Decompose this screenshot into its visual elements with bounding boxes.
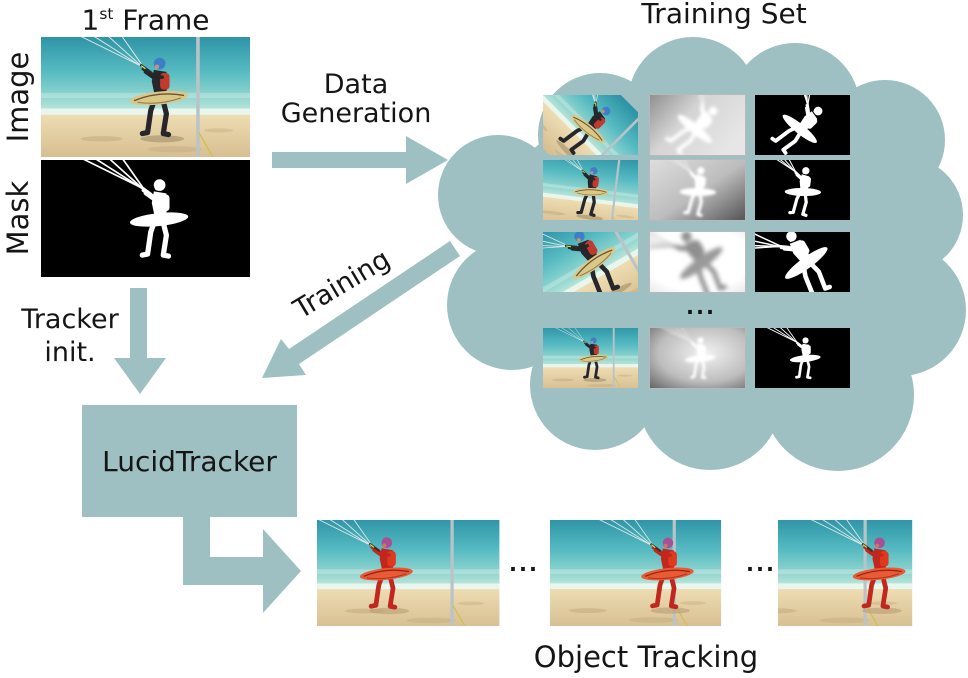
training-sample-r3-soft-mask xyxy=(649,231,746,293)
output-ellipsis-1: ... xyxy=(509,552,539,576)
mask-row-label: Mask xyxy=(1,180,35,256)
training-sample-r4-soft-mask xyxy=(649,327,746,389)
first-frame-title-word: Frame xyxy=(113,3,210,37)
data-generation-label-line2: Generation xyxy=(280,98,432,129)
output-frame-1 xyxy=(317,520,501,626)
tracker-init-label: Tracker init. xyxy=(10,303,130,369)
tracker-init-label-line2: init. xyxy=(44,337,96,368)
first-frame-title-number: 1 xyxy=(81,3,100,37)
training-sample-r3-binary-mask xyxy=(755,232,850,292)
data-generation-label: Data Generation xyxy=(276,70,436,128)
first-frame-mask-thumbnail xyxy=(41,160,250,277)
training-set-ellipsis: ... xyxy=(686,295,716,319)
training-arrow-down-left-icon xyxy=(262,241,460,378)
training-sample-r1-soft-mask xyxy=(649,94,746,156)
training-sample-r4-augmented-image xyxy=(543,328,638,388)
tracker-init-label-line1: Tracker xyxy=(21,304,119,335)
first-frame-title-ordinal: st xyxy=(99,5,114,23)
training-sample-r1-binary-mask xyxy=(755,95,850,155)
first-frame-image-thumbnail xyxy=(41,37,250,157)
output-frame-2 xyxy=(550,520,722,626)
training-set-title: Training Set xyxy=(641,0,807,30)
training-sample-r3-augmented-image xyxy=(543,232,638,292)
output-frame-3 xyxy=(778,520,913,626)
object-tracking-title: Object Tracking xyxy=(533,640,759,674)
output-ellipsis-2: ... xyxy=(746,552,776,576)
data-generation-arrow-right-icon xyxy=(272,136,448,184)
training-sample-r4-binary-mask xyxy=(755,328,850,388)
training-sample-r2-binary-mask xyxy=(755,160,850,220)
image-row-label: Image xyxy=(1,51,35,143)
lucidtracker-box-label: LucidTracker xyxy=(102,444,277,478)
training-sample-r1-augmented-image xyxy=(543,95,638,155)
training-sample-r2-augmented-image xyxy=(543,160,638,220)
output-arrow-elbow-icon xyxy=(183,515,301,613)
lucidtracker-box: LucidTracker xyxy=(82,405,297,517)
data-generation-label-line1: Data xyxy=(323,69,389,100)
first-frame-title: 1st Frame xyxy=(41,0,250,36)
tracker-init-arrow-down-icon xyxy=(114,288,166,394)
training-sample-r2-soft-mask xyxy=(649,159,746,221)
